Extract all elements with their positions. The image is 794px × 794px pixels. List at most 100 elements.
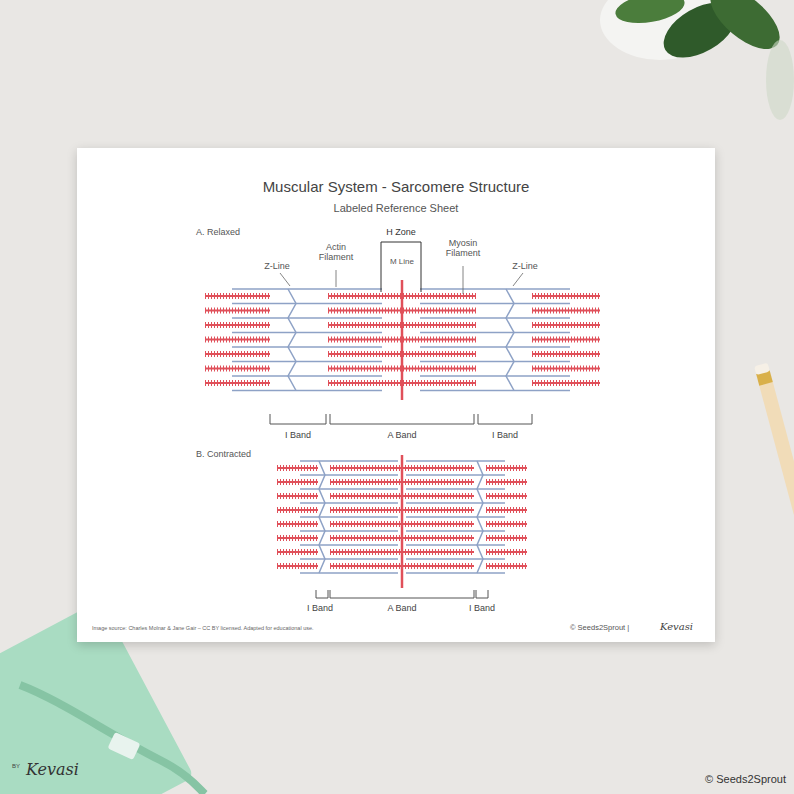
myosin-heads xyxy=(486,479,527,485)
band-bracket xyxy=(478,414,532,424)
actin-filament xyxy=(420,375,510,377)
myosin-heads xyxy=(205,322,270,328)
pencil-body xyxy=(759,380,794,567)
pencil-eraser xyxy=(754,363,770,375)
actin-filament xyxy=(406,572,480,574)
actin-filament xyxy=(292,288,382,290)
actin-filament xyxy=(510,390,570,392)
actin-filament xyxy=(510,303,570,305)
myosin-filament xyxy=(486,523,527,525)
band-label: A Band xyxy=(387,603,416,613)
sheet-title: Muscular System - Sarcomere Structure xyxy=(263,178,530,195)
band-bracket xyxy=(330,414,474,424)
myosin-filament xyxy=(532,382,600,384)
actin-filament xyxy=(420,317,510,319)
leader-line xyxy=(336,270,337,287)
myosin-filament xyxy=(532,339,600,341)
band-label: I Band xyxy=(285,430,311,440)
myosin-heads xyxy=(205,337,270,343)
part-name: Z-Line xyxy=(512,261,538,271)
actin-filament xyxy=(292,332,382,334)
myosin-filament xyxy=(205,324,270,326)
actin-filament xyxy=(322,474,398,476)
actin-filament xyxy=(292,375,382,377)
panel-label: A. Relaxed xyxy=(196,227,240,237)
m-line xyxy=(401,280,404,400)
myosin-filament xyxy=(532,324,600,326)
actin-filament xyxy=(420,361,510,363)
actin-filament xyxy=(420,390,510,392)
actin-filament xyxy=(232,390,292,392)
strap-clip xyxy=(108,732,141,760)
actin-filament xyxy=(480,544,505,546)
actin-filament xyxy=(406,516,480,518)
myosin-heads xyxy=(486,521,527,527)
part-name: Z-Line xyxy=(264,261,290,271)
actin-filament xyxy=(232,317,292,319)
myosin-heads xyxy=(532,293,600,299)
actin-filament xyxy=(232,288,292,290)
myosin-filament xyxy=(277,551,318,553)
myosin-heads xyxy=(486,549,527,555)
actin-filament xyxy=(510,361,570,363)
myosin-heads xyxy=(486,465,527,471)
pencil xyxy=(754,363,794,568)
actin-filament xyxy=(510,288,570,290)
part-name: Myosin Filament xyxy=(438,238,488,259)
actin-filament xyxy=(406,502,480,504)
myosin-heads xyxy=(277,493,318,499)
myosin-heads xyxy=(277,549,318,555)
actin-filament xyxy=(292,317,382,319)
myosin-filament xyxy=(277,481,318,483)
myosin-filament xyxy=(205,310,270,312)
actin-filament xyxy=(300,474,322,476)
actin-filament xyxy=(322,558,398,560)
myosin-heads xyxy=(532,308,600,314)
myosin-filament xyxy=(486,509,527,511)
actin-filament xyxy=(480,488,505,490)
myosin-filament xyxy=(532,368,600,370)
actin-filament xyxy=(480,460,505,462)
actin-filament xyxy=(406,460,480,462)
actin-filament xyxy=(300,530,322,532)
myosin-filament xyxy=(277,565,318,567)
myosin-filament xyxy=(486,565,527,567)
actin-filament xyxy=(232,346,292,348)
myosin-filament xyxy=(532,295,600,297)
band-label: I Band xyxy=(307,603,333,613)
myosin-heads xyxy=(277,521,318,527)
band-bracket xyxy=(316,590,328,598)
actin-filament xyxy=(406,530,480,532)
myosin-filament xyxy=(205,353,270,355)
notebook-strap xyxy=(20,685,205,794)
myosin-heads xyxy=(205,351,270,357)
z-line xyxy=(288,289,296,391)
leader-line xyxy=(513,273,523,286)
brand-logo: Kevasi xyxy=(660,621,693,633)
myosin-filament xyxy=(486,481,527,483)
watermark: BY xyxy=(12,763,20,770)
source-note: Image source: Charles Molnar & Jane Gair… xyxy=(92,625,314,631)
band-label: A Band xyxy=(387,430,416,440)
myosin-filament xyxy=(205,295,270,297)
watermark: © Seeds2Sprout xyxy=(705,773,786,786)
actin-filament xyxy=(322,516,398,518)
myosin-heads xyxy=(486,535,527,541)
actin-filament xyxy=(292,303,382,305)
actin-filament xyxy=(292,346,382,348)
actin-filament xyxy=(420,288,510,290)
myosin-filament xyxy=(486,551,527,553)
myosin-heads xyxy=(277,479,318,485)
actin-filament xyxy=(480,516,505,518)
actin-filament xyxy=(420,303,510,305)
myosin-filament xyxy=(205,339,270,341)
actin-filament xyxy=(406,474,480,476)
band-bracket xyxy=(270,414,326,424)
copyright: © Seeds2Sprout | xyxy=(570,624,629,633)
part-name: H Zone xyxy=(386,227,416,237)
myosin-filament xyxy=(277,495,318,497)
myosin-filament xyxy=(486,495,527,497)
myosin-filament xyxy=(277,523,318,525)
actin-filament xyxy=(322,572,398,574)
